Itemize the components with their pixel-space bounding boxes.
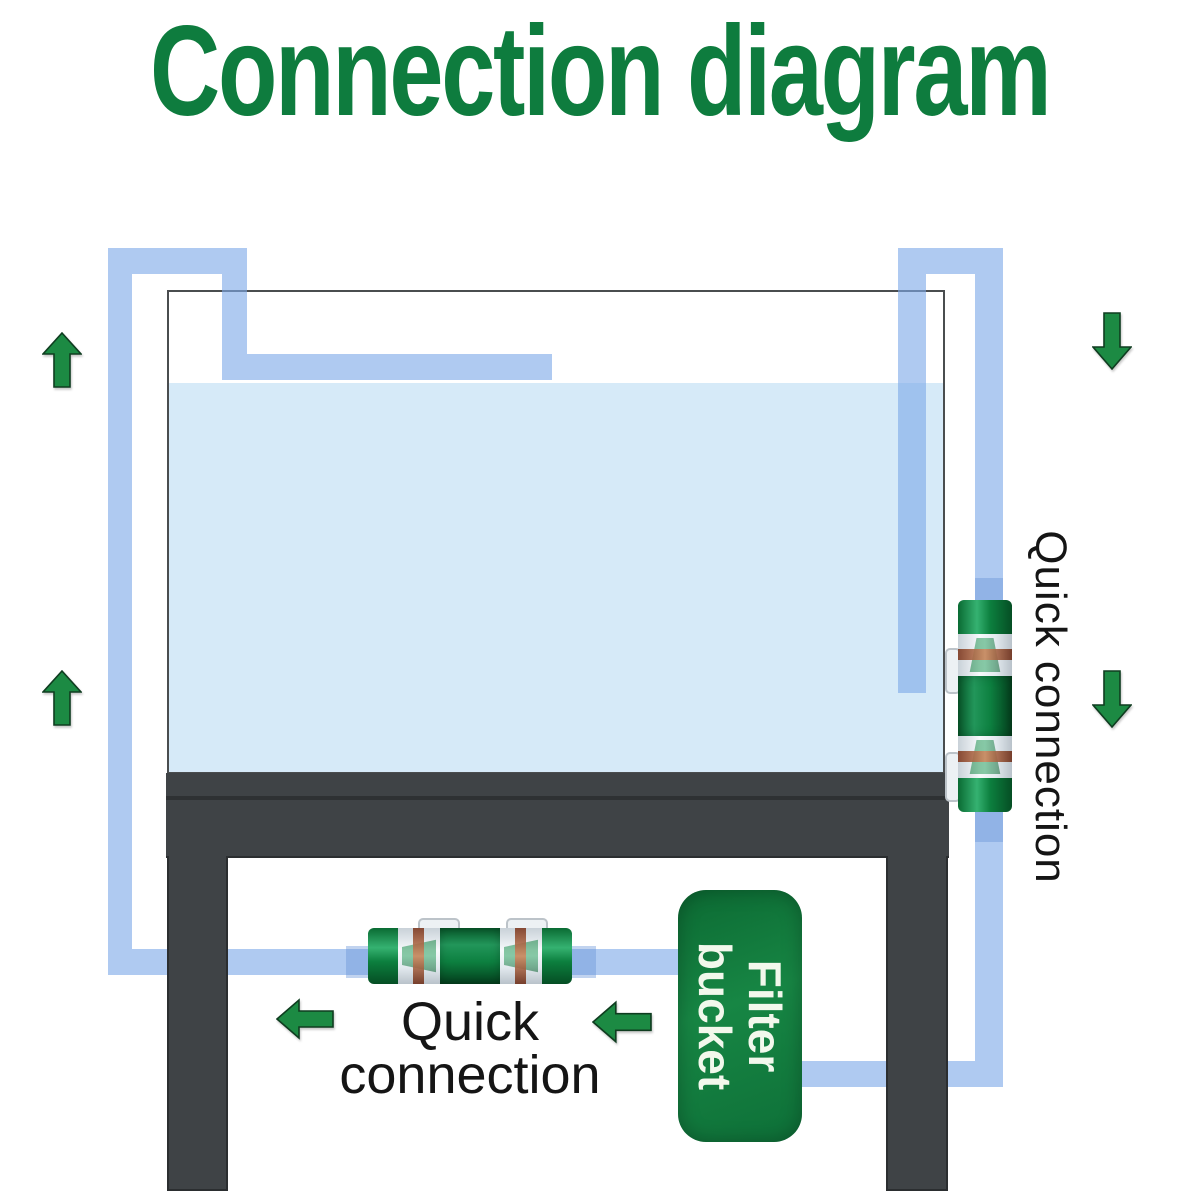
filter-bucket-label: Filter bucket xyxy=(689,941,791,1091)
water-fill xyxy=(169,383,943,772)
quick-connect-valve-bottom xyxy=(368,928,572,984)
arrow-left-icon xyxy=(592,1000,652,1044)
quick-connect-valve-right xyxy=(958,600,1012,812)
hose-connector-stub xyxy=(975,578,1003,604)
page-title-text: Connection diagram xyxy=(150,0,1052,143)
page-title: Connection diagram xyxy=(0,8,1200,136)
valve-copper-ring xyxy=(958,649,1012,660)
pipe-left-down-leg xyxy=(222,274,247,380)
valve-clear-section xyxy=(958,736,1012,778)
arrow-left-icon xyxy=(276,998,334,1040)
quick-connection-bottom-line2: connection xyxy=(339,1045,601,1105)
arrow-up-icon xyxy=(42,332,82,388)
filter-bucket: Filter bucket xyxy=(678,890,802,1142)
pipe-outflow-spout xyxy=(247,354,552,380)
hose-connector-stub xyxy=(975,812,1003,842)
aquarium-tank xyxy=(167,290,945,774)
pipe-top-right-horizontal xyxy=(898,248,1003,274)
valve-copper-ring xyxy=(958,751,1012,762)
pipe-intake-vertical xyxy=(898,274,926,693)
hose-connector-stub xyxy=(346,946,370,978)
arrow-up-icon xyxy=(42,670,82,726)
valve-clear-section xyxy=(500,928,542,984)
filter-bucket-label-line2: bucket xyxy=(689,941,741,1091)
valve-clear-section xyxy=(958,634,1012,676)
stand-left-leg xyxy=(167,856,228,1191)
quick-connection-bottom-line1: Quick xyxy=(400,992,540,1052)
valve-cap xyxy=(542,928,572,984)
quick-connection-label-right: Quick connection xyxy=(1026,530,1075,884)
valve-cap xyxy=(958,600,1012,634)
stand-tabletop xyxy=(166,773,949,800)
quick-connection-label-bottom: Quick connection xyxy=(250,995,690,1105)
hose-connector-stub xyxy=(570,946,596,978)
valve-barrel xyxy=(440,928,500,984)
valve-copper-ring xyxy=(515,928,526,984)
valve-copper-ring xyxy=(413,928,424,984)
valve-cap xyxy=(368,928,398,984)
stand-right-leg xyxy=(886,856,948,1191)
valve-barrel xyxy=(958,676,1012,736)
valve-clear-section xyxy=(398,928,440,984)
pipe-top-left-horizontal xyxy=(108,248,247,274)
pipe-left-vertical xyxy=(108,274,132,949)
valve-cap xyxy=(958,778,1012,812)
arrow-down-icon xyxy=(1092,670,1132,728)
filter-bucket-label-line1: Filter xyxy=(739,959,791,1073)
arrow-down-icon xyxy=(1092,312,1132,370)
stand-apron xyxy=(166,800,949,858)
